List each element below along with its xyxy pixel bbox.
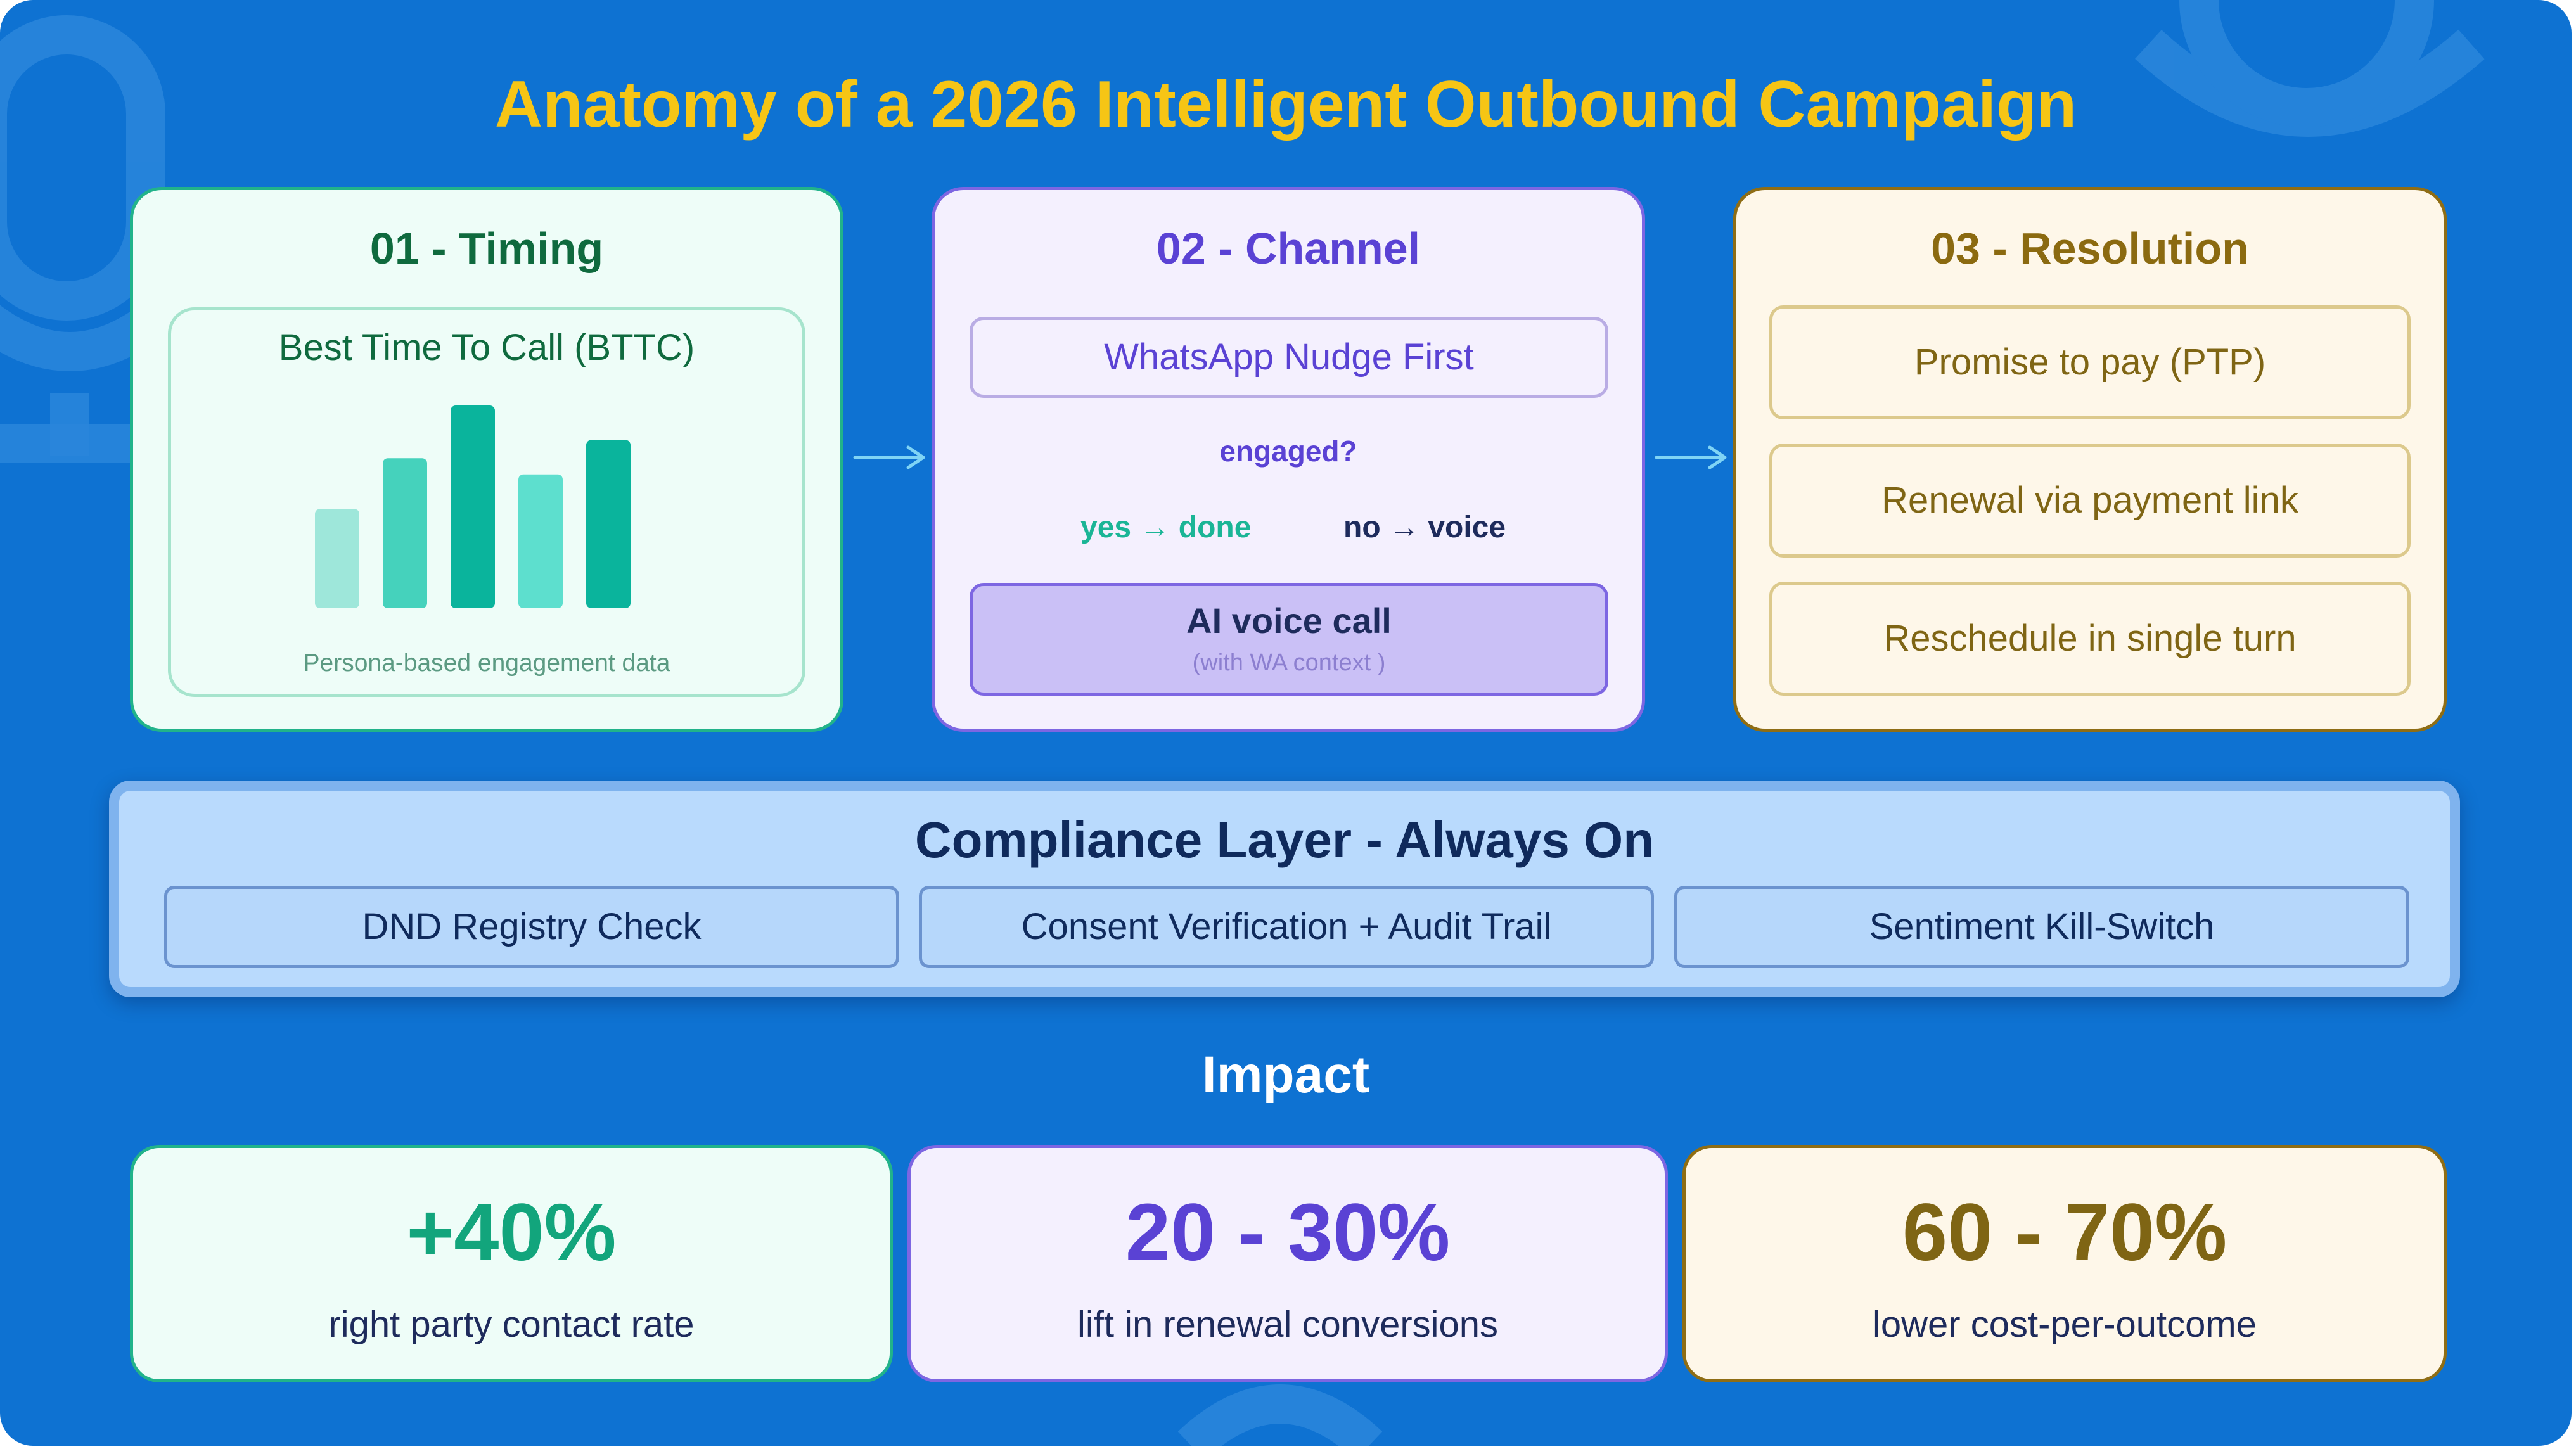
page-title: Anatomy of a 2026 Intelligent Outbound C… — [494, 68, 2077, 141]
resolution-item-ptp: Promise to pay (PTP) — [1769, 305, 2411, 419]
compliance-item-consent: Consent Verification + Audit Trail — [919, 886, 1654, 968]
impact-title: Impact — [1201, 1046, 1370, 1104]
bttc-title: Best Time To Call (BTTC) — [278, 327, 695, 368]
resolution-item-renewal: Renewal via payment link — [1769, 444, 2411, 558]
channel-card: 02 - Channel WhatsApp Nudge First engage… — [932, 187, 1645, 732]
ai-voice-call-box: AI voice call (with WA context ) — [970, 583, 1608, 696]
resolution-title: 03 - Resolution — [1931, 224, 2249, 273]
bttc-caption: Persona-based engagement data — [303, 649, 670, 677]
impact-stat-contact-rate: +40% right party contact rate — [130, 1145, 893, 1382]
engaged-question: engaged? — [1219, 435, 1357, 468]
arrow-right-icon — [853, 445, 925, 469]
stat-label: lower cost-per-outcome — [1873, 1304, 2257, 1345]
compliance-title: Compliance Layer - Always On — [914, 812, 1655, 868]
stat-value: 20 - 30% — [1125, 1187, 1451, 1278]
stat-label: lift in renewal conversions — [1077, 1304, 1499, 1345]
stat-value: +40% — [406, 1187, 617, 1278]
impact-stat-cost-reduction: 60 - 70% lower cost-per-outcome — [1682, 1145, 2447, 1382]
bttc-bar — [383, 458, 427, 608]
timing-card: 01 - Timing Best Time To Call (BTTC) Per… — [130, 187, 843, 732]
ai-voice-call-title: AI voice call — [1186, 601, 1392, 641]
stat-value: 60 - 70% — [1902, 1187, 2227, 1278]
bttc-box: Best Time To Call (BTTC) Persona-based e… — [168, 307, 805, 697]
impact-stat-renewal-lift: 20 - 30% lift in renewal conversions — [907, 1145, 1668, 1382]
bttc-bar — [518, 474, 563, 608]
bttc-bar-chart — [315, 405, 631, 608]
compliance-item-sentiment: Sentiment Kill-Switch — [1674, 886, 2409, 968]
resolution-item-reschedule: Reschedule in single turn — [1769, 582, 2411, 696]
bttc-bar — [451, 405, 495, 608]
arrow-right-icon — [1655, 445, 1727, 469]
bttc-bar — [586, 440, 631, 608]
ai-voice-call-subtitle: (with WA context ) — [1192, 649, 1386, 676]
stat-label: right party contact rate — [328, 1304, 695, 1345]
resolution-card: 03 - Resolution Promise to pay (PTP) Ren… — [1733, 187, 2447, 732]
yes-branch-label: yes → done — [1080, 511, 1252, 544]
whatsapp-nudge-box: WhatsApp Nudge First — [970, 317, 1608, 398]
compliance-layer: Compliance Layer - Always On DND Registr… — [109, 781, 2460, 997]
bttc-bar — [315, 509, 359, 608]
compliance-item-dnd: DND Registry Check — [164, 886, 899, 968]
timing-title: 01 - Timing — [369, 224, 604, 273]
channel-title: 02 - Channel — [1156, 224, 1421, 273]
no-branch-label: no → voice — [1343, 511, 1506, 544]
mic-watermark-bottom — [1177, 1384, 1383, 1446]
